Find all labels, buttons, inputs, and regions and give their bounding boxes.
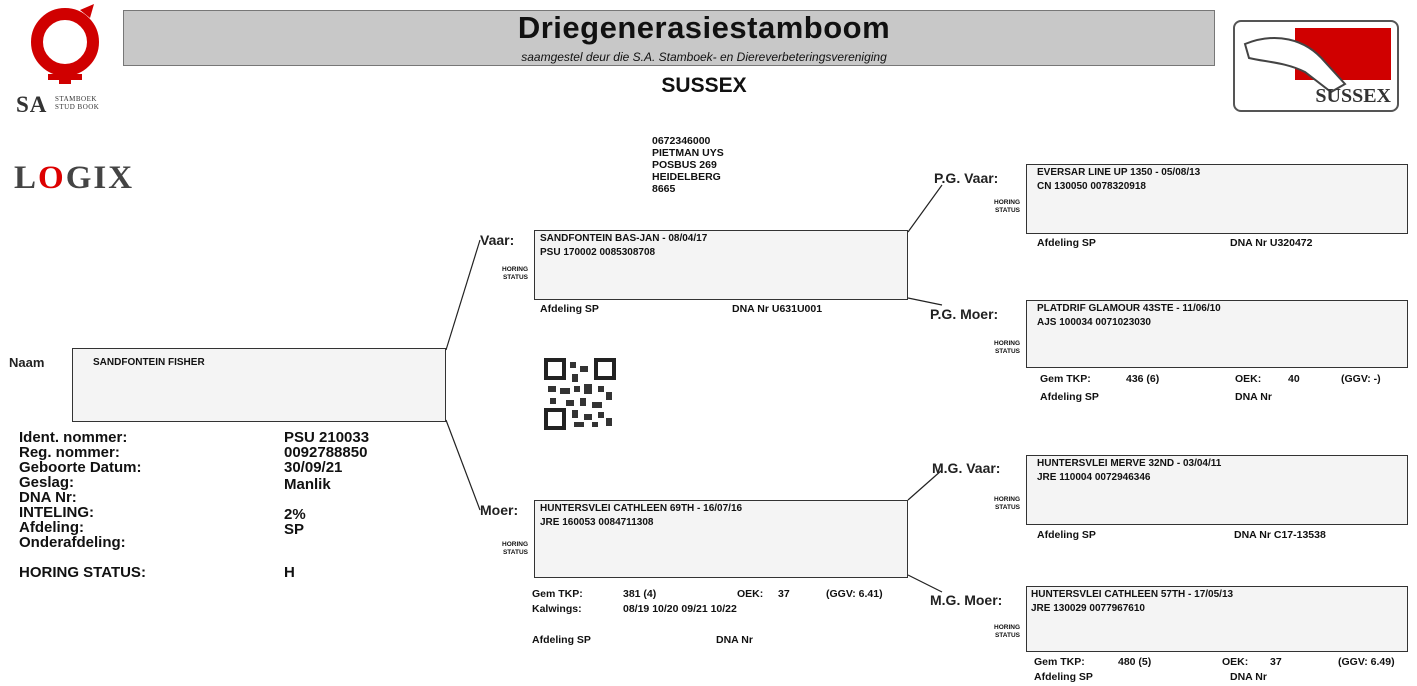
afdeling-label: Afdeling: <box>19 519 84 536</box>
pg-sire-ids: CN 130050 0078320918 <box>1037 181 1146 192</box>
ident-value: PSU 210033 <box>284 429 370 446</box>
dam-afdeling: Afdeling SP <box>532 634 591 646</box>
sa-logo-text: SA <box>16 92 48 117</box>
dam-dna: DNA Nr <box>716 634 753 646</box>
reg-label: Reg. nommer: <box>19 444 120 461</box>
pg-dam-ids: AJS 100034 0071023030 <box>1037 317 1151 328</box>
subject-values: PSU 210033 0092788850 30/09/21 Manlik 2%… <box>284 430 369 580</box>
subject-name: SANDFONTEIN FISHER <box>93 357 205 368</box>
pg-dam-ggv: (GGV: -) <box>1341 373 1381 385</box>
reg-value: 0092788850 <box>284 444 368 461</box>
mg-dam-name: HUNTERSVLEI CATHLEEN 57TH - 17/05/13 <box>1031 589 1234 600</box>
dam-kalwings-value: 08/19 10/20 09/21 10/22 <box>623 603 737 615</box>
inteling-label: INTELING: <box>19 504 94 521</box>
qr-code-icon <box>544 358 616 430</box>
geboorte-value: 30/09/21 <box>284 459 343 476</box>
mg-dam-label: M.G. Moer: <box>930 592 1003 608</box>
dam-ggv: (GGV: 6.41) <box>826 588 883 600</box>
sire-box: SANDFONTEIN BAS-JAN - 08/04/17 PSU 17000… <box>534 230 908 300</box>
geboorte-label: Geboorte Datum: <box>19 459 142 476</box>
mg-dam-ggv: (GGV: 6.49) <box>1338 656 1395 668</box>
owner-address: 0672346000 PIETMAN UYS POSBUS 269 HEIDEL… <box>652 135 724 195</box>
mg-sire-box: HUNTERSVLEI MERVE 32ND - 03/04/11 JRE 11… <box>1026 455 1408 525</box>
mg-dam-oek-value: 37 <box>1270 656 1282 668</box>
pg-dam-name: PLATDRIF GLAMOUR 43STE - 11/06/10 <box>1037 303 1221 314</box>
logix-logo: LOGIX <box>14 160 135 196</box>
pg-dam-oek-value: 40 <box>1288 373 1300 385</box>
dam-gem-label: Gem TKP: <box>532 588 583 600</box>
pg-dam-oek-label: OEK: <box>1235 373 1262 385</box>
mg-dam-box: HUNTERSVLEI CATHLEEN 57TH - 17/05/13 JRE… <box>1026 586 1408 652</box>
pg-sire-label: P.G. Vaar: <box>934 170 999 186</box>
horing-status-label: HORING STATUS: <box>19 564 146 581</box>
mg-sire-afdeling: Afdeling SP <box>1037 529 1096 541</box>
pg-sire-box: EVERSAR LINE UP 1350 - 05/08/13 CN 13005… <box>1026 164 1408 234</box>
pg-sire-name: EVERSAR LINE UP 1350 - 05/08/13 <box>1037 167 1201 178</box>
sire-ids: PSU 170002 0085308708 <box>540 247 656 258</box>
mg-dam-oek-label: OEK: <box>1222 656 1249 668</box>
sire-label: Vaar: <box>480 232 515 248</box>
horing-status-value: H <box>284 564 295 581</box>
dam-oek-label: OEK: <box>737 588 764 600</box>
dna-label: DNA Nr: <box>19 489 77 506</box>
title-bar <box>123 10 1215 66</box>
mg-sire-dna: DNA Nr C17-13538 <box>1234 529 1326 541</box>
mg-dam-gem-label: Gem TKP: <box>1034 656 1085 668</box>
pg-dam-gem-value: 436 (6) <box>1126 373 1160 385</box>
sire-name: SANDFONTEIN BAS-JAN - 08/04/17 <box>540 233 708 244</box>
cattle-head-icon <box>1243 28 1391 94</box>
pg-dam-afdeling: Afdeling SP <box>1040 391 1099 403</box>
pg-dam-gem-label: Gem TKP: <box>1040 373 1091 385</box>
pg-sire-afdeling: Afdeling SP <box>1037 237 1096 249</box>
subject-details: Ident. nommer: Reg. nommer: Geboorte Dat… <box>19 430 146 580</box>
onderafdeling-value <box>284 537 369 552</box>
mg-sire-name: HUNTERSVLEI MERVE 32ND - 03/04/11 <box>1037 458 1222 469</box>
mg-dam-ids: JRE 130029 0077967610 <box>1031 603 1145 614</box>
afdeling-value: SP <box>284 521 305 538</box>
dam-oek-value: 37 <box>778 588 790 600</box>
sa-logo-subtext: STAMBOEK STUD BOOK <box>55 95 100 111</box>
page-title: Driegenerasiestamboom <box>517 10 891 45</box>
dam-label: Moer: <box>480 502 519 518</box>
dam-kalwings-label: Kalwings: <box>532 603 582 615</box>
sa-studbook-logo-icon <box>31 4 99 84</box>
ident-label: Ident. nommer: <box>19 429 128 446</box>
inteling-value: 2% <box>284 506 306 523</box>
dna-value <box>284 492 369 507</box>
dam-box: HUNTERSVLEI CATHLEEN 69TH - 16/07/16 JRE… <box>534 500 908 578</box>
naam-label: Naam <box>9 355 45 370</box>
mg-dam-afdeling: Afdeling SP <box>1034 671 1093 683</box>
pg-dam-box: PLATDRIF GLAMOUR 43STE - 11/06/10 AJS 10… <box>1026 300 1408 368</box>
pg-sire-dna: DNA Nr U320472 <box>1230 237 1313 249</box>
page-subtitle: saamgestel deur die S.A. Stamboek- en Di… <box>521 50 887 64</box>
subject-name-box: SANDFONTEIN FISHER <box>72 348 446 422</box>
sire-dna: DNA Nr U631U001 <box>732 303 823 315</box>
mg-dam-gem-value: 480 (5) <box>1118 656 1152 668</box>
pg-dam-dna: DNA Nr <box>1235 391 1272 403</box>
onderafdeling-label: Onderafdeling: <box>19 534 126 551</box>
mg-sire-ids: JRE 110004 0072946346 <box>1037 472 1151 483</box>
dam-gem-value: 381 (4) <box>623 588 657 600</box>
pg-dam-label: P.G. Moer: <box>930 306 999 322</box>
sire-afdeling: Afdeling SP <box>540 303 599 315</box>
mg-sire-label: M.G. Vaar: <box>932 460 1001 476</box>
dam-ids: JRE 160053 0084711308 <box>540 517 654 528</box>
geslag-value: Manlik <box>284 476 331 493</box>
sussex-logo-text: SUSSEX <box>1315 85 1391 107</box>
breed-title: SUSSEX <box>661 74 747 97</box>
geslag-label: Geslag: <box>19 474 75 491</box>
mg-dam-dna: DNA Nr <box>1230 671 1267 683</box>
sussex-logo: SUSSEX <box>1233 20 1399 112</box>
dam-name: HUNTERSVLEI CATHLEEN 69TH - 16/07/16 <box>540 503 743 514</box>
